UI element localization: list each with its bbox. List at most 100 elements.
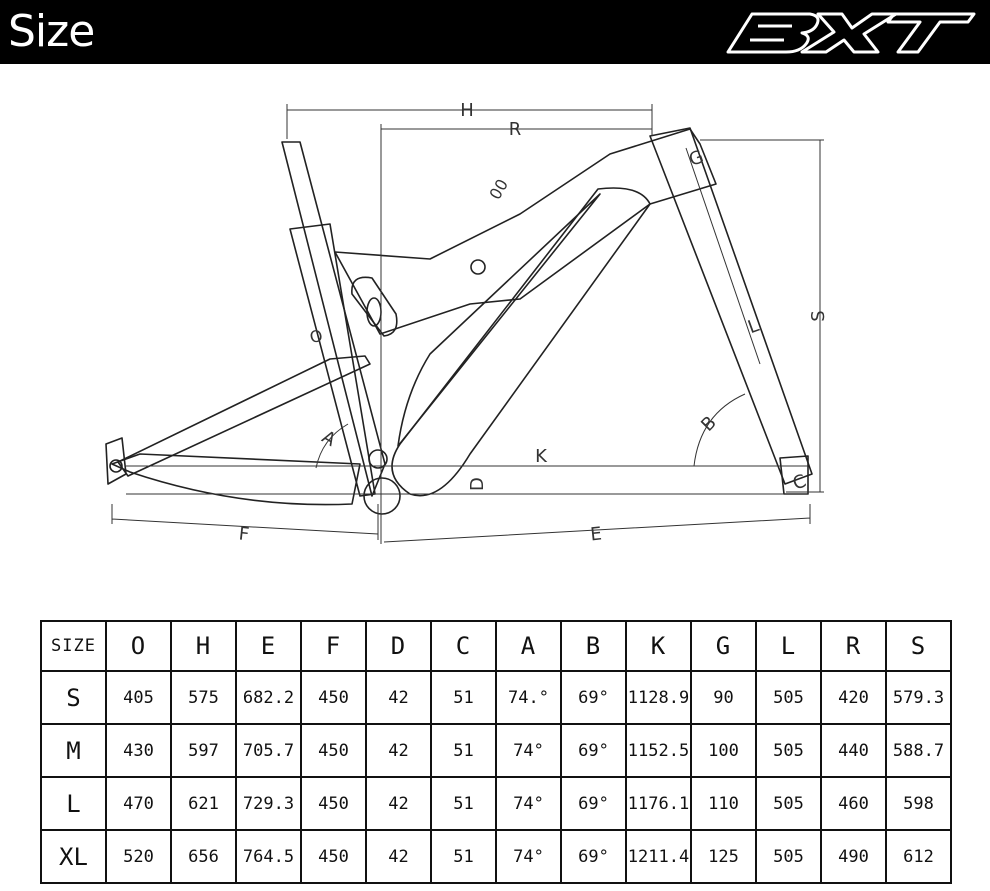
table-cell: 505	[755, 670, 822, 725]
col-header: D	[365, 620, 432, 672]
table-cell: 74°	[495, 829, 562, 884]
table-cell: 612	[885, 829, 952, 884]
table-cell: 682.2	[235, 670, 302, 725]
table-cell: 42	[365, 723, 432, 778]
dim-label-d: D	[467, 477, 488, 491]
table-row: XL 520 656 764.5 450 42 51 74° 69° 1211.…	[40, 829, 952, 884]
dim-label-r: R	[509, 119, 522, 140]
head-tube	[649, 127, 813, 485]
table-cell: 588.7	[885, 723, 952, 778]
table-row: S 405 575 682.2 450 42 51 74.° 69° 1128.…	[40, 670, 952, 725]
dim-label-g: G	[686, 146, 706, 171]
table-cell: 100	[690, 723, 757, 778]
table-cell: 450	[300, 670, 367, 725]
dim-label-e: E	[589, 523, 603, 545]
table-cell: 42	[365, 776, 432, 831]
down-tube	[391, 187, 651, 497]
table-cell: 51	[430, 829, 497, 884]
size-table: SIZE O H E F D C A B K G L R S S 405 575…	[40, 620, 952, 884]
table-cell: 450	[300, 776, 367, 831]
table-cell: 51	[430, 723, 497, 778]
table-cell: 621	[170, 776, 237, 831]
table-cell: 69°	[560, 723, 627, 778]
col-header: O	[105, 620, 172, 672]
col-header: S	[885, 620, 952, 672]
table-cell: 490	[820, 829, 887, 884]
table-row: L 470 621 729.3 450 42 51 74° 69° 1176.1…	[40, 776, 952, 831]
table-cell: 1211.4	[625, 829, 692, 884]
table-cell: 69°	[560, 776, 627, 831]
seat-tube	[281, 141, 386, 497]
table-cell: 420	[820, 670, 887, 725]
table-header-row: SIZE O H E F D C A B K G L R S	[40, 620, 952, 672]
col-header: A	[495, 620, 562, 672]
table-cell: 51	[430, 776, 497, 831]
rocker-link	[351, 276, 398, 337]
chain-stay	[111, 453, 361, 506]
table-cell: 460	[820, 776, 887, 831]
table-cell: S	[40, 670, 107, 725]
dim-label-h: H	[460, 100, 474, 121]
table-cell: 69°	[560, 829, 627, 884]
col-header: K	[625, 620, 692, 672]
table-cell: 69°	[560, 670, 627, 725]
page-title: Size	[8, 6, 95, 57]
table-row: M 430 597 705.7 450 42 51 74° 69° 1152.5…	[40, 723, 952, 778]
rear-dropout	[105, 437, 127, 485]
table-cell: M	[40, 723, 107, 778]
table-cell: 74°	[495, 776, 562, 831]
table-cell: 1128.9	[625, 670, 692, 725]
dim-label-c: C	[790, 471, 809, 495]
dim-label-k: K	[535, 446, 548, 467]
table-cell: 470	[105, 776, 172, 831]
table-cell: 579.3	[885, 670, 952, 725]
col-header: F	[300, 620, 367, 672]
table-cell: 656	[170, 829, 237, 884]
table-cell: XL	[40, 829, 107, 884]
dim-label-s: S	[808, 310, 829, 321]
bottom-bracket	[363, 477, 401, 515]
col-header: H	[170, 620, 237, 672]
brand-logo	[726, 12, 976, 54]
col-header: R	[820, 620, 887, 672]
table-cell: 440	[820, 723, 887, 778]
table-cell: 110	[690, 776, 757, 831]
frame-mark-oo: 00	[485, 176, 512, 203]
dim-label-f: F	[238, 524, 250, 546]
table-cell: 51	[430, 670, 497, 725]
table-cell: 430	[105, 723, 172, 778]
col-header: B	[560, 620, 627, 672]
col-header: SIZE	[40, 620, 107, 672]
dim-label-b: B	[697, 412, 721, 436]
table-cell: 42	[365, 829, 432, 884]
table-cell: 125	[690, 829, 757, 884]
table-cell: 42	[365, 670, 432, 725]
table-cell: 597	[170, 723, 237, 778]
table-cell: L	[40, 776, 107, 831]
table-cell: 729.3	[235, 776, 302, 831]
col-header: L	[755, 620, 822, 672]
col-header: E	[235, 620, 302, 672]
col-header: G	[690, 620, 757, 672]
table-cell: 575	[170, 670, 237, 725]
top-tube	[334, 128, 717, 335]
dim-label-o: O	[308, 326, 325, 348]
table-cell: 450	[300, 723, 367, 778]
table-cell: 705.7	[235, 723, 302, 778]
col-header: C	[430, 620, 497, 672]
table-cell: 1176.1	[625, 776, 692, 831]
table-cell: 74°	[495, 723, 562, 778]
table-cell: 520	[105, 829, 172, 884]
table-cell: 598	[885, 776, 952, 831]
table-cell: 505	[755, 776, 822, 831]
dim-label-a: A	[318, 427, 340, 452]
table-cell: 505	[755, 829, 822, 884]
header-bar: Size	[0, 0, 990, 64]
frame-geometry-diagram: H R S L G A B K D C F E O 00	[105, 100, 829, 546]
table-cell: 90	[690, 670, 757, 725]
table-cell: 505	[755, 723, 822, 778]
table-cell: 1152.5	[625, 723, 692, 778]
table-cell: 74.°	[495, 670, 562, 725]
table-cell: 450	[300, 829, 367, 884]
table-cell: 764.5	[235, 829, 302, 884]
